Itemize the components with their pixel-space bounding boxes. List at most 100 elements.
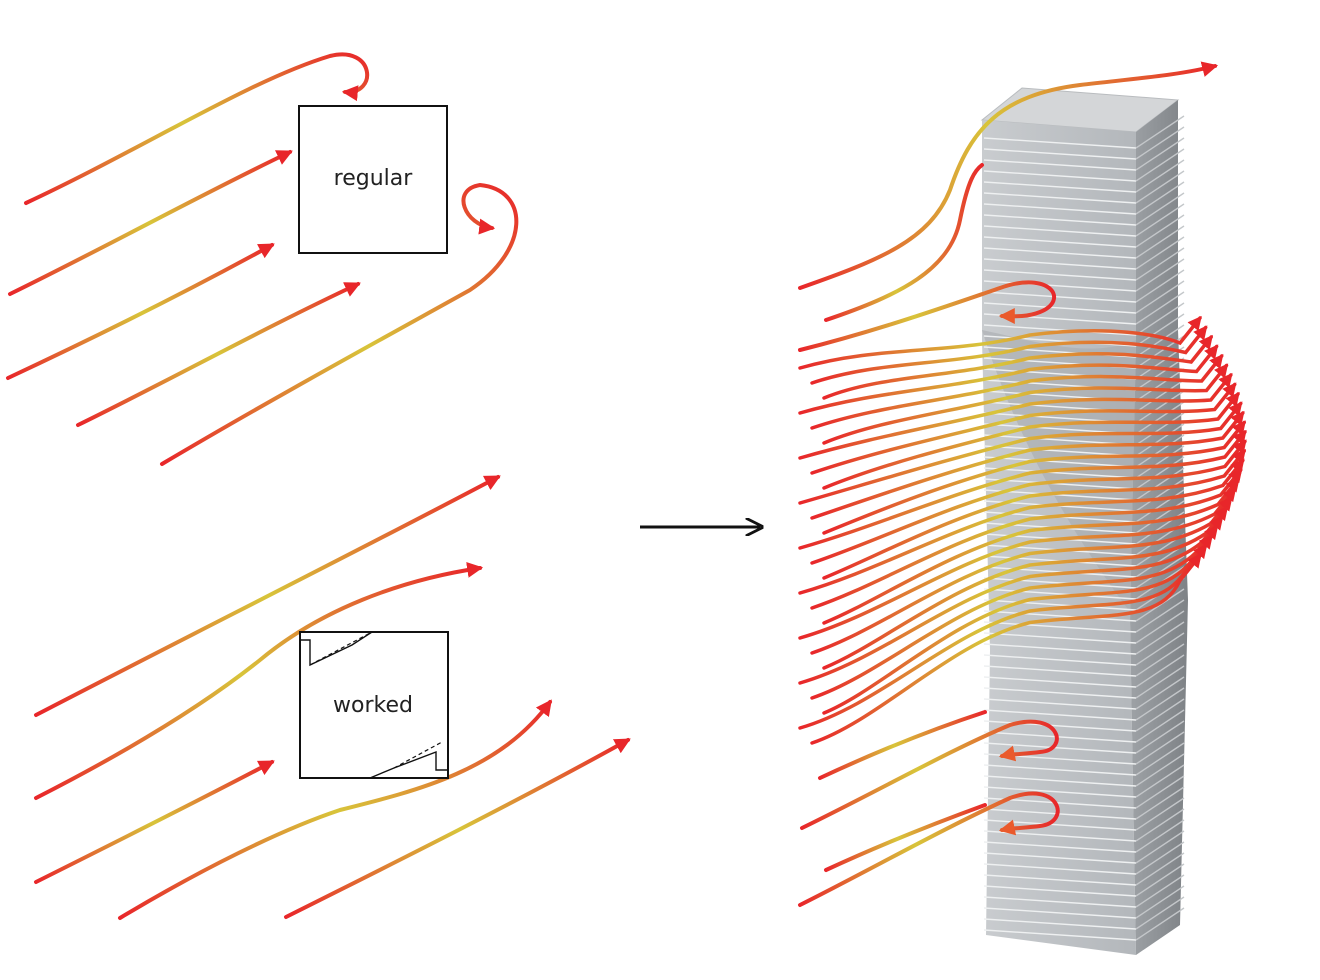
floor-slab-side — [1135, 192, 1185, 226]
floor-slab-side — [1135, 236, 1185, 270]
floor-slab-side — [1135, 742, 1185, 776]
floor-slab-side — [1135, 819, 1185, 853]
floor-slab-side — [1135, 137, 1185, 171]
floor-slab-side — [1135, 852, 1185, 886]
floor-slab-side — [1135, 544, 1185, 578]
floor-slab-front — [983, 192, 1137, 204]
tower-streamline-twist — [822, 448, 1246, 580]
floor-slab-side — [1135, 324, 1185, 358]
tower-streamline-twist — [810, 496, 1233, 655]
worked-label: worked — [333, 693, 413, 718]
tower-streamline-twist — [798, 315, 1202, 370]
tower-streamline-low-4 — [824, 803, 987, 872]
floor-slab-front — [983, 731, 1137, 743]
worked-cut-line-bottom — [393, 741, 443, 769]
floor-slab-front — [983, 324, 1137, 336]
floor-slab-front — [983, 665, 1137, 677]
tower-streamline-twist — [798, 515, 1224, 685]
floor-slab-side — [1135, 643, 1185, 677]
floor-slab-front — [983, 588, 1137, 600]
floor-slab-side — [1135, 456, 1185, 490]
floor-slab-side — [1135, 610, 1185, 644]
floor-slab-side — [1135, 401, 1185, 435]
twisted-tower-model — [980, 87, 1188, 955]
floor-slab-side — [1135, 423, 1185, 457]
floor-slab-front — [983, 302, 1137, 314]
floor-slab-side — [1135, 203, 1185, 237]
floor-slab-front — [983, 445, 1137, 457]
floor-slab-side — [1135, 357, 1185, 391]
floor-slab-side — [1135, 302, 1185, 336]
floor-slab-side — [1135, 676, 1185, 710]
floor-slab-side — [1135, 753, 1185, 787]
floor-slab-front — [983, 808, 1137, 820]
floor-slab-side — [1135, 368, 1185, 402]
floor-slab-side — [1135, 148, 1185, 182]
floor-slab-side — [1135, 478, 1185, 512]
tower-streamline-twist — [810, 439, 1247, 565]
floor-slab-side — [1135, 280, 1185, 314]
floor-slab-front — [983, 874, 1137, 886]
floor-slab-front — [983, 676, 1137, 688]
tower-streamline-twist — [822, 363, 1229, 445]
floor-slab-front — [983, 764, 1137, 776]
tower-streamline-twist — [822, 420, 1246, 535]
tower-streamline-twist — [798, 458, 1245, 595]
tower-streamline-vortex-low-1 — [800, 719, 1059, 830]
floor-slab-front — [983, 137, 1137, 149]
regular-streamlines — [6, 52, 519, 466]
tower-streamline-twist — [810, 553, 1202, 745]
floor-slab-side — [1135, 258, 1185, 292]
floor-slab-front — [983, 148, 1137, 160]
floor-slab-front — [983, 863, 1137, 875]
floor-slab-side — [1135, 841, 1185, 875]
floor-slab-side — [1135, 247, 1185, 281]
tower-streamline-twist — [822, 477, 1240, 625]
floor-slab-front — [983, 456, 1137, 468]
floor-slab-side — [1135, 874, 1185, 908]
tower-streamline-twist — [822, 534, 1213, 715]
floor-slab-front — [983, 720, 1137, 732]
floor-slab-side — [1135, 434, 1185, 468]
floor-slab-front — [983, 698, 1137, 710]
floor-slab-side — [1135, 225, 1185, 259]
tower-streamline-vortex-low-2 — [798, 791, 1060, 907]
floor-slab-front — [983, 742, 1137, 754]
floor-slab-front — [983, 478, 1137, 490]
worked-streamlines — [34, 475, 631, 920]
floor-slab-side — [1135, 764, 1185, 798]
floor-slab-front — [983, 577, 1137, 589]
floor-slab-front — [983, 247, 1137, 259]
floor-slab-side — [1135, 830, 1185, 864]
floor-slab-front — [983, 643, 1137, 655]
floor-slab-front — [983, 852, 1137, 864]
floor-slab-side — [1135, 115, 1185, 149]
tower-streamline-low-3 — [818, 710, 987, 780]
floor-slab-side — [1135, 588, 1185, 622]
floor-slab-front — [983, 181, 1137, 193]
floor-slab-front — [983, 775, 1137, 787]
floor-slab-side — [1135, 269, 1185, 303]
floor-slab-side — [1135, 632, 1185, 666]
regular-label: regular — [334, 166, 414, 191]
floor-slab-side — [1135, 159, 1185, 193]
floor-slab-side — [1135, 181, 1185, 215]
floor-slab-front — [983, 687, 1137, 699]
floor-slab-front — [983, 291, 1137, 303]
tower-streamline-twist — [810, 410, 1245, 520]
floor-slab-side — [1135, 786, 1185, 820]
floor-slab-side — [1135, 467, 1185, 501]
floor-slab-front — [983, 170, 1137, 182]
tower-streamline-twist — [810, 524, 1219, 700]
floor-slab-front — [983, 654, 1137, 666]
worked-flow-group: worked — [34, 475, 631, 920]
tower-streamline-twist — [822, 391, 1240, 490]
floor-slab-front — [983, 621, 1137, 633]
floor-slab-front — [983, 214, 1137, 226]
floor-slab-front — [983, 599, 1137, 611]
floor-slab-front — [983, 885, 1137, 897]
tower-streamline-twist — [798, 401, 1243, 505]
floor-slab-side — [1135, 863, 1185, 897]
floor-slab-side — [1135, 775, 1185, 809]
worked-notch-bottom — [369, 750, 448, 779]
